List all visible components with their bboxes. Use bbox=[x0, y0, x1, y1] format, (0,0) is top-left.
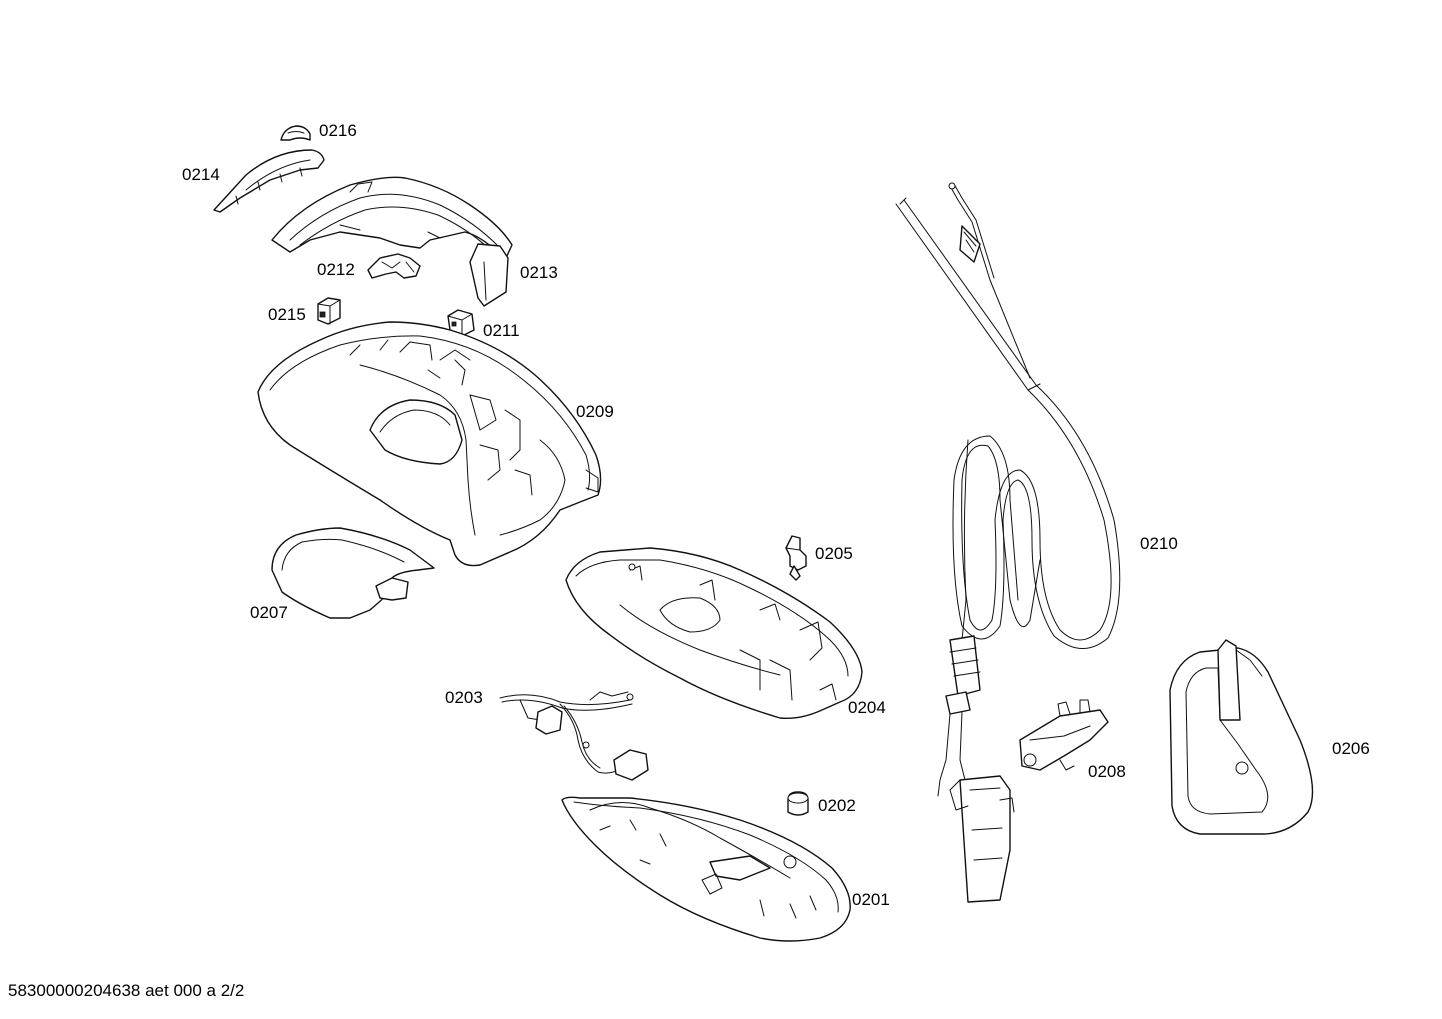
part-0210-power-cord bbox=[895, 182, 1121, 903]
label-0216: 0216 bbox=[319, 121, 357, 140]
label-0208: 0208 bbox=[1088, 762, 1126, 781]
part-0202-knob bbox=[787, 791, 809, 816]
document-reference: 58300000204638 aet 000 a 2/2 bbox=[8, 981, 245, 1000]
label-0211: 0211 bbox=[483, 321, 520, 340]
label-0210: 0210 bbox=[1140, 534, 1178, 553]
part-0205-valve bbox=[785, 535, 807, 581]
part-0216-cap bbox=[280, 125, 311, 141]
part-0206-heel-rest bbox=[1169, 639, 1314, 835]
label-0212: 0212 bbox=[317, 260, 355, 279]
label-0206: 0206 bbox=[1332, 739, 1370, 758]
part-0215-switch bbox=[317, 297, 341, 325]
label-0214: 0214 bbox=[182, 165, 220, 184]
label-0204: 0204 bbox=[848, 698, 886, 717]
label-0203: 0203 bbox=[445, 688, 483, 707]
part-0204-chassis bbox=[565, 547, 863, 720]
label-0209: 0209 bbox=[576, 402, 614, 421]
label-0207: 0207 bbox=[250, 603, 288, 622]
label-0205: 0205 bbox=[815, 544, 853, 563]
part-0213-handle bbox=[271, 176, 513, 307]
part-0209-housing bbox=[257, 321, 602, 567]
label-0215: 0215 bbox=[268, 305, 306, 324]
label-0201: 0201 bbox=[852, 890, 890, 909]
part-0203-wiring-harness bbox=[499, 691, 649, 781]
part-0207-cover-plate bbox=[271, 527, 435, 619]
part-0201-soleplate bbox=[561, 796, 851, 942]
part-0212-clip bbox=[367, 253, 421, 279]
part-0208-bracket bbox=[1019, 699, 1109, 771]
part-0214-trim-strip bbox=[213, 149, 325, 213]
label-0213: 0213 bbox=[520, 263, 558, 282]
label-0202: 0202 bbox=[818, 796, 856, 815]
